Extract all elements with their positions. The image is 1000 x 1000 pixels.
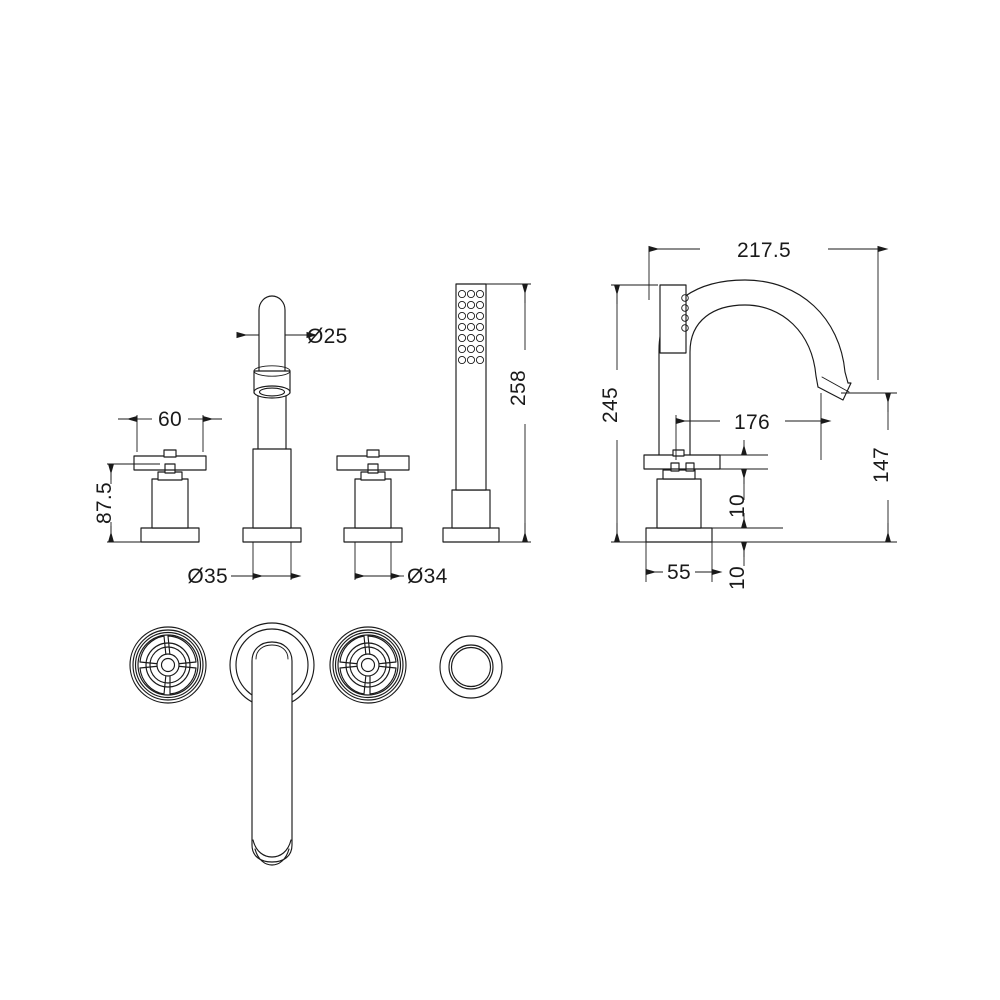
valve-base-plate	[343, 527, 403, 543]
spout-lower-body	[252, 448, 292, 529]
dimension-diameter-25-label: Ø25	[307, 325, 348, 348]
handset-handle	[455, 283, 487, 491]
dimension-10-cap-label: 10	[726, 494, 749, 518]
dimension-245: 245	[599, 284, 658, 543]
valve-stem	[367, 463, 379, 474]
plan-view	[129, 622, 503, 866]
valve-stem	[164, 463, 176, 474]
right-valve-handle	[336, 449, 410, 543]
dimension-60-label: 60	[158, 408, 182, 431]
spout-outlet-ring-outer	[252, 839, 292, 858]
dimension-10-base: 10	[712, 513, 783, 590]
valve-base-plate	[645, 527, 713, 543]
dimension-diameter-34-label: Ø34	[407, 565, 448, 588]
dimension-10-cap: 10	[720, 440, 768, 518]
valve-body	[151, 478, 189, 529]
handle-top-nub	[366, 449, 380, 458]
dimension-258: 258	[486, 283, 531, 543]
side-valve-body	[643, 449, 721, 543]
handle-top-nub	[672, 449, 685, 457]
spout-collar-ellipse-top	[253, 365, 291, 377]
plan-handset-outlet	[439, 635, 503, 699]
dimension-60: 60	[118, 408, 222, 452]
spout-collar-ellipse-inner	[258, 387, 286, 397]
left-valve-handle	[133, 449, 207, 543]
spout-upper-tube	[258, 295, 286, 372]
dimension-55: 55	[645, 542, 723, 584]
dimension-diameter-35-label: Ø35	[187, 565, 228, 588]
dimension-217-5: 217.5	[648, 239, 889, 380]
valve-body	[354, 478, 392, 529]
dimension-diameter-25: Ø25	[236, 325, 348, 348]
side-elevation-view: 217.5 245 176 147	[599, 239, 897, 590]
spout-inner-profile	[689, 304, 819, 456]
dimension-87-5-label: 87.5	[93, 482, 116, 524]
dimension-245-label: 245	[599, 387, 622, 423]
spout-front	[242, 295, 302, 543]
handset-cradle	[451, 489, 491, 529]
dimension-55-label: 55	[667, 561, 691, 584]
valve-base-plate	[140, 527, 200, 543]
spout-arm	[251, 641, 293, 863]
dimension-258-label: 258	[507, 370, 530, 406]
dimension-147-label: 147	[870, 447, 893, 483]
dimension-176-label: 176	[734, 411, 770, 434]
spout-nozzle-bevel	[821, 376, 850, 393]
dimension-176: 176	[675, 393, 832, 460]
spout-outlet-nozzle	[817, 382, 852, 401]
dimension-diameter-34: Ø34	[354, 542, 448, 588]
spout-arm-top-highlight	[255, 644, 289, 660]
front-elevation-view: 60 87.5 Ø25 Ø35	[93, 283, 531, 588]
handset-base-plate	[442, 527, 500, 543]
side-spout-arc	[658, 279, 852, 456]
handset-spray-holes	[457, 289, 485, 365]
plan-right-handle	[329, 626, 407, 704]
spout-outlet-ring-inner	[254, 848, 290, 866]
dimension-217-5-label: 217.5	[737, 239, 791, 262]
dimension-diameter-35: Ø35	[187, 542, 302, 588]
handle-top-nub	[163, 449, 177, 458]
valve-body	[656, 478, 702, 529]
handset-side-holes	[681, 294, 689, 332]
valve-stem-right	[685, 462, 695, 472]
valve-stem-left	[670, 462, 680, 472]
spout-base-plate	[242, 527, 302, 543]
dimension-87-5: 87.5	[93, 463, 160, 543]
plan-left-handle	[129, 626, 207, 704]
plan-spout	[229, 622, 315, 866]
dimension-10-base-label: 10	[726, 566, 749, 590]
shower-handset-front	[442, 283, 500, 543]
